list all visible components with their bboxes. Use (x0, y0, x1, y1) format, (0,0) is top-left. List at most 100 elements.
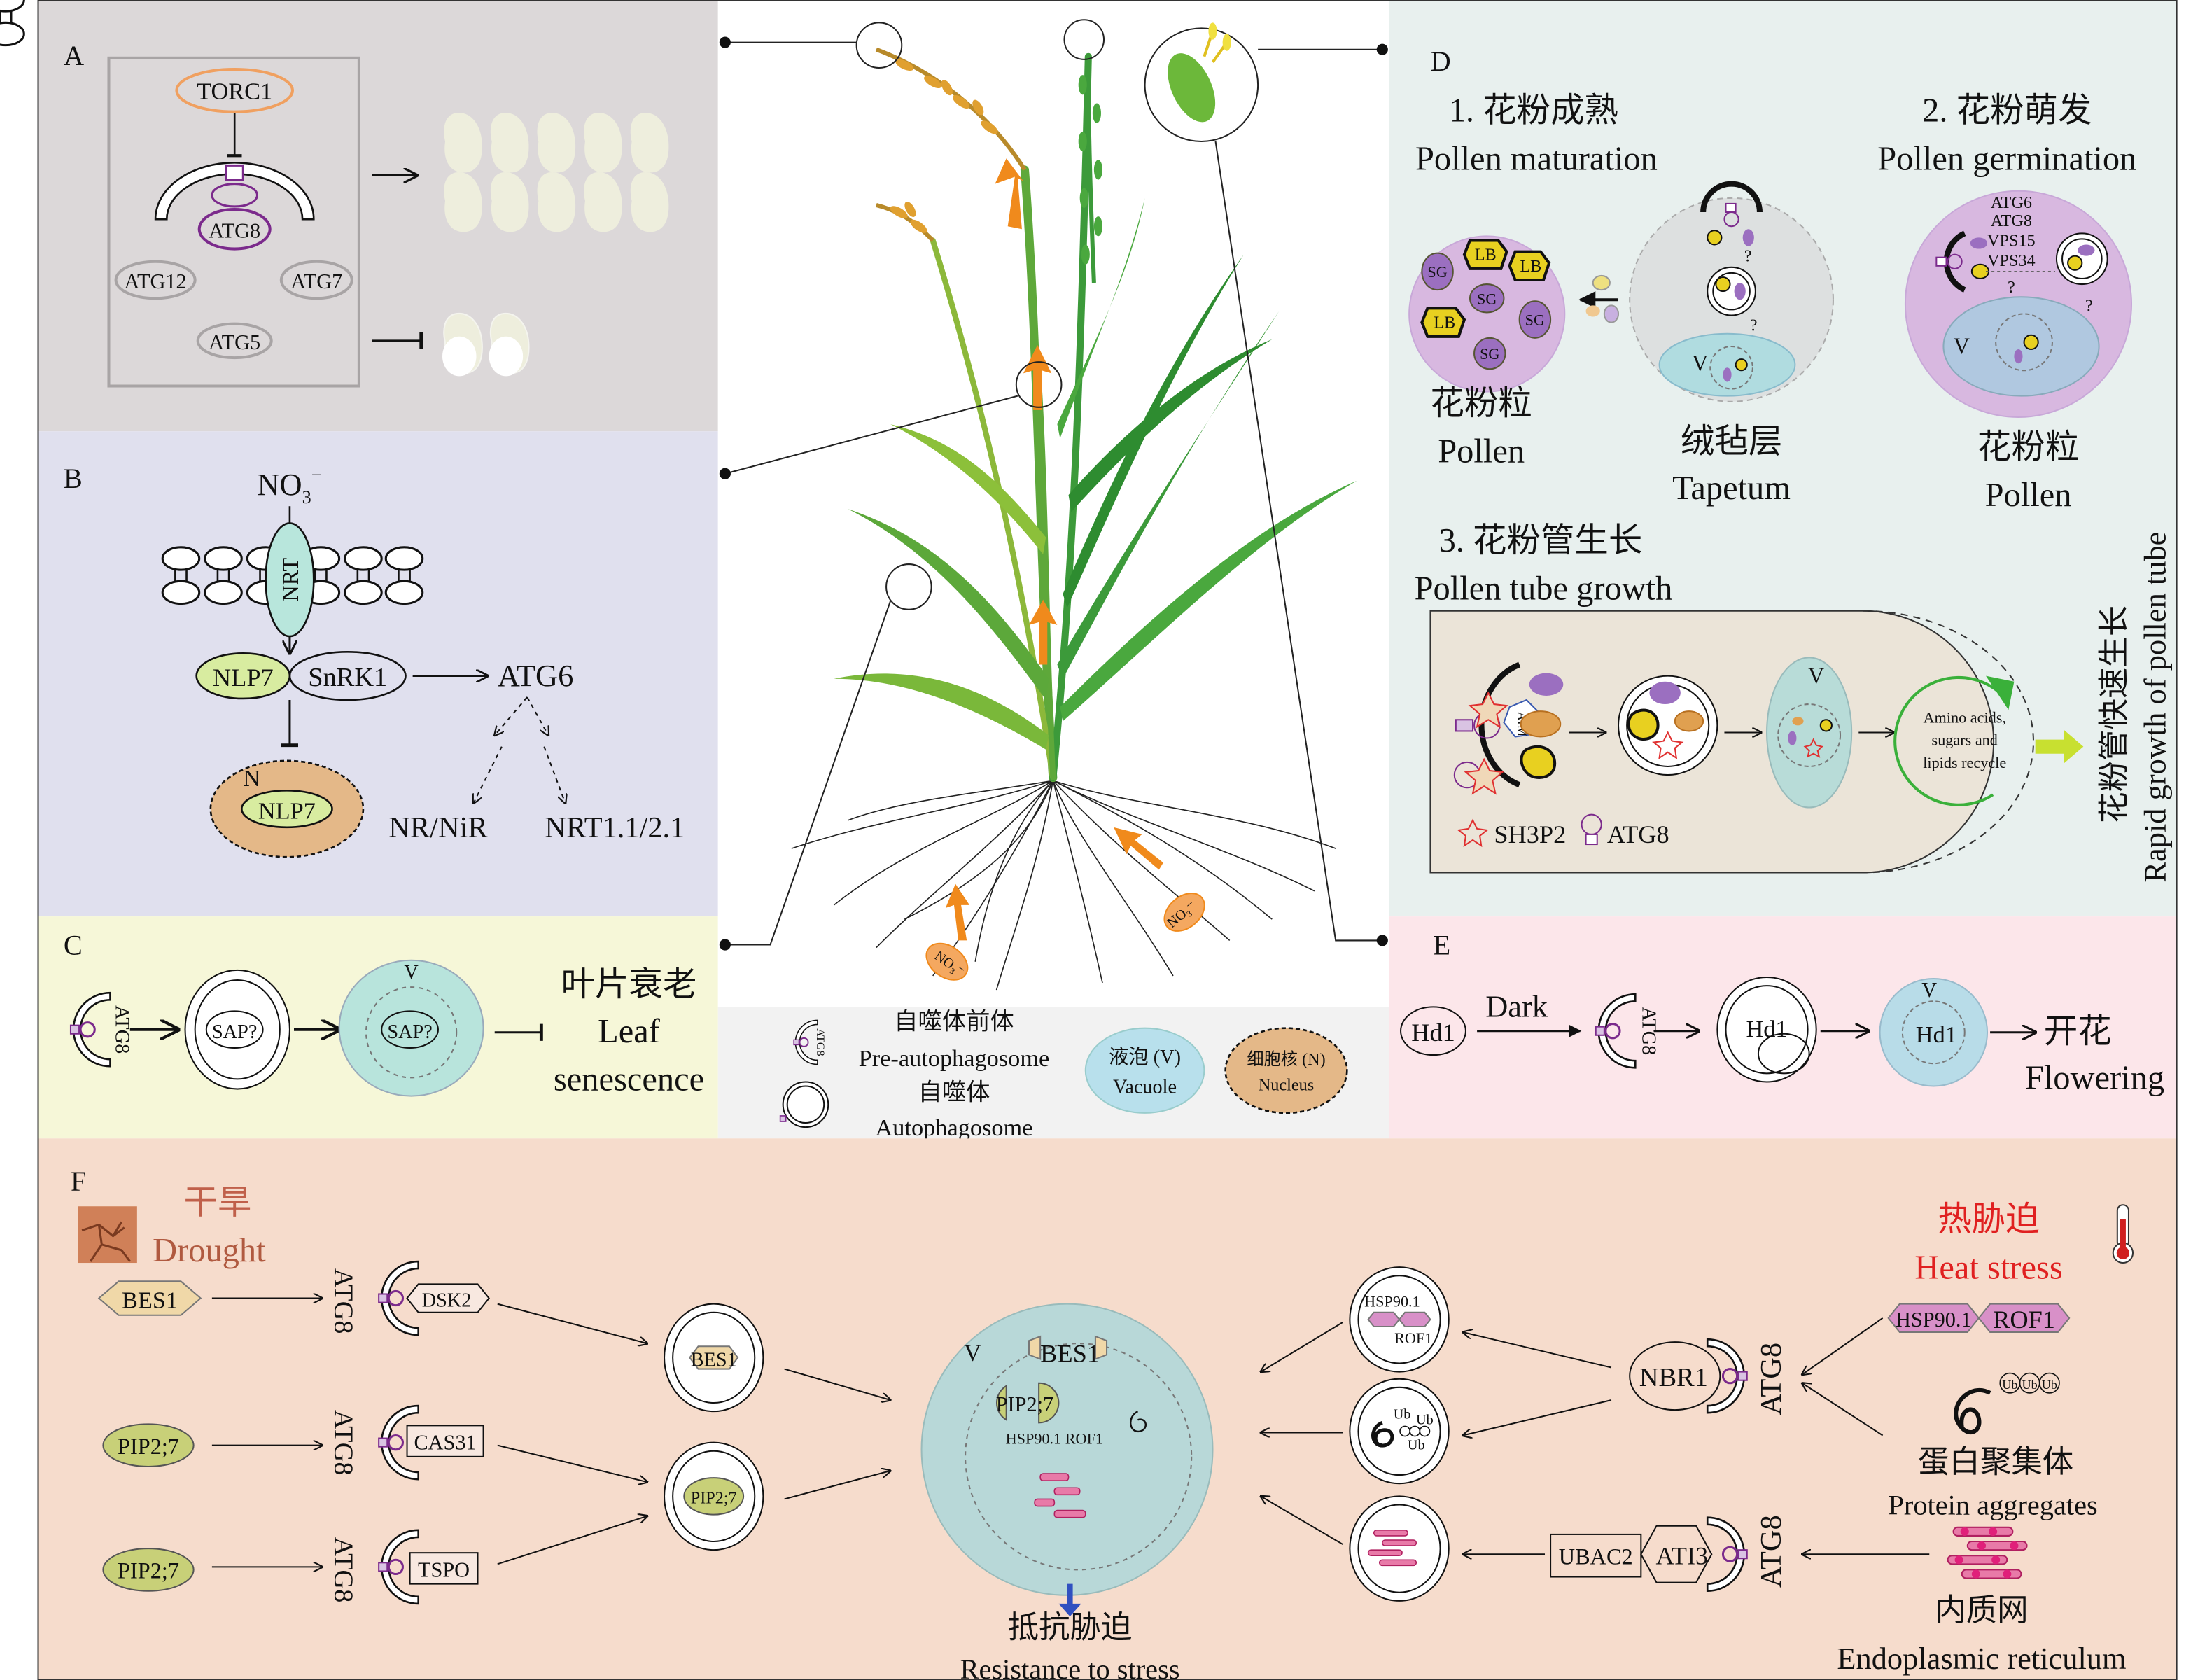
rice-grain-chalky-icon (442, 313, 530, 377)
ub-label: Ub (2022, 1378, 2038, 1392)
rof1-label: ROF1 (1993, 1306, 2055, 1334)
flower-detail (1168, 22, 1231, 122)
legend-vacuole-cn: 液泡 (V) (1109, 1046, 1181, 1068)
pollen2-cn: 花粉粒 (1977, 429, 2079, 466)
er-cn: 内质网 (1935, 1592, 2028, 1628)
panel-label-b: B (64, 463, 83, 494)
snrk1-label: SnRK1 (308, 663, 387, 692)
leaves (834, 197, 1357, 750)
atg8-label: ATG8 (111, 1005, 133, 1054)
vacuole-label: V (1921, 978, 1937, 1002)
endoplasmic-reticulum-icon (1947, 1526, 2028, 1579)
ub-label: Ub (1408, 1438, 1425, 1453)
cas31-label: CAS31 (414, 1431, 476, 1455)
tapetum-cn: 绒毡层 (1681, 423, 1782, 460)
ati3-label: ATI3 (1656, 1541, 1709, 1569)
lb-label: LB (1520, 257, 1541, 276)
growth-arrow-icon (2035, 729, 2084, 764)
thermometer-icon (2112, 1204, 2134, 1264)
leaf-senescence-en-1: Leaf (598, 1013, 661, 1050)
vacuole-label: V (1808, 663, 1824, 688)
panel-label-e: E (1434, 930, 1451, 961)
tapetum-en: Tapetum (1672, 470, 1791, 507)
recycle-text-1: Amino acids, (1924, 708, 2006, 726)
step1-cn: 1. 花粉成熟 (1449, 92, 1618, 130)
vacuole-label: V (1954, 333, 1970, 358)
vacuole-pip27: PIP2;7 (996, 1392, 1054, 1416)
vacuole-label: V (964, 1339, 981, 1366)
sap-vacuole-label: SAP? (387, 1021, 432, 1043)
panel-f: F 干旱 Drought BES1 PIP2;7 PIP2;7 ATG8 ATG… (38, 1138, 2177, 1680)
hd1-autophagosome-label: Hd1 (1746, 1016, 1787, 1042)
autophagosome-hsp901: HSP90.1 (1364, 1293, 1420, 1310)
panel-label-f: F (71, 1166, 86, 1197)
pip27-label: PIP2;7 (118, 1434, 179, 1459)
legend-atg8: ATG8 (814, 1028, 826, 1056)
legend-preautophagosome-cn: 自噬体前体 (894, 1009, 1014, 1035)
nr-nir-label: NR/NiR (388, 811, 488, 844)
ub-label: Ub (1394, 1406, 1411, 1422)
sap-label: SAP? (212, 1021, 257, 1043)
legend-sh3p2: SH3P2 (1494, 820, 1566, 848)
panel-label-d: D (1430, 46, 1450, 77)
ubac2-label: UBAC2 (1559, 1544, 1633, 1569)
pollen-en: Pollen (1438, 433, 1525, 470)
question-mark: ? (1744, 247, 1752, 266)
sg-label: SG (1477, 290, 1497, 307)
atg6-label: ATG6 (498, 658, 574, 693)
flowering-cn: 开花 (2044, 1013, 2112, 1050)
atg5-label: ATG5 (209, 330, 260, 354)
panel-label-a: A (64, 40, 84, 71)
rice-plant-illustration: NO₃⁻ NO₃⁻ (718, 0, 1390, 1007)
heat-stress-en: Heat stress (1914, 1249, 2062, 1286)
step2-cn: 2. 花粉萌发 (1922, 92, 2092, 130)
vacuole-label: V (1692, 350, 1708, 375)
atg8-label: ATG8 (329, 1410, 358, 1476)
nutrient-flow-arrows (945, 158, 1163, 941)
roots (791, 780, 1336, 990)
vacuole-label: V (404, 962, 419, 983)
pollen2-en: Pollen (1985, 477, 2072, 514)
lb-label: LB (1475, 246, 1497, 265)
protein-aggregates-en: Protein aggregates (1888, 1490, 2097, 1521)
hd1-label: Hd1 (1411, 1018, 1455, 1046)
rapid-growth-cn: 花粉管快速生长 (2096, 606, 2132, 823)
question-mark: ? (2008, 278, 2015, 297)
er-en: Endoplasmic reticulum (1837, 1641, 2126, 1676)
hd1-vacuole-label: Hd1 (1916, 1021, 1957, 1048)
legend-nucleus-cn: 细胞核 (N) (1247, 1050, 1325, 1069)
legend-atg8: ATG8 (1607, 820, 1670, 848)
question-mark: ? (1750, 316, 1758, 335)
resistance-en: Resistance to stress (960, 1653, 1180, 1680)
atg12-label: ATG12 (125, 270, 187, 293)
step1-en: Pollen maturation (1415, 140, 1658, 177)
gene-vps34: VPS34 (1987, 251, 2036, 270)
heat-stress-cn: 热胁迫 (1938, 1201, 2039, 1238)
pollen-cn: 花粉粒 (1430, 385, 1532, 422)
autophagosome-rof1: ROF1 (1394, 1329, 1432, 1347)
atg8-label: ATG8 (1755, 1515, 1788, 1588)
lipid-bilayer (0, 0, 25, 47)
vacuole-hsp-rof1: HSP90.1 ROF1 (1006, 1430, 1103, 1448)
nlp7-label: NLP7 (213, 664, 274, 692)
rapid-growth-en: Rapid growth of pollen tube (2137, 532, 2172, 883)
question-mark: ? (2085, 296, 2093, 315)
legend-autophagosome-en: Autophagosome (876, 1114, 1033, 1141)
gene-atg8: ATG8 (1991, 211, 2032, 230)
panel-a: A TORC1 ATG8 ATG12 ATG7 ATG5 (38, 0, 718, 432)
rice-grain-full-icon (444, 113, 669, 232)
gene-atg6: ATG6 (1991, 193, 2032, 212)
atg8-label: ATG8 (329, 1537, 358, 1603)
drought-cn: 干旱 (183, 1184, 251, 1221)
sg-label: SG (1427, 263, 1447, 281)
protein-aggregates-cn: 蛋白聚集体 (1918, 1444, 2073, 1479)
panel-label-c: C (64, 930, 83, 961)
nucleus-label: N (243, 765, 260, 792)
atg8-label: ATG8 (1755, 1343, 1788, 1415)
hsp901-label: HSP90.1 (1896, 1308, 1972, 1331)
legend-vacuole-en: Vacuole (1113, 1077, 1177, 1098)
recycle-text-2: sugars and (1932, 732, 1998, 749)
torc1-label: TORC1 (197, 78, 272, 104)
down-arrow-icon (1058, 1583, 1082, 1617)
